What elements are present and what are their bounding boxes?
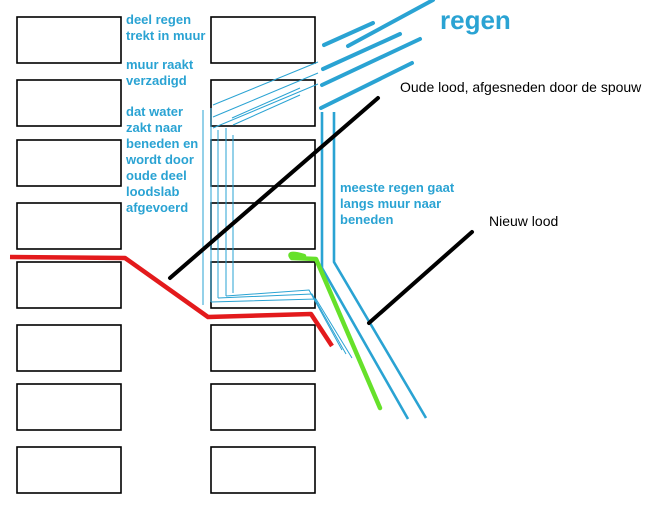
note-line: beneden en — [126, 136, 199, 151]
brick — [210, 446, 316, 494]
brick — [210, 139, 316, 187]
rain-streak — [320, 37, 422, 87]
brick — [16, 383, 122, 431]
runoff-line — [332, 112, 428, 419]
note-line: muur raakt — [126, 57, 194, 72]
brick — [16, 324, 122, 372]
rain-streak — [322, 21, 375, 47]
note-line: afgevoerd — [126, 200, 189, 215]
note-line: oude deel — [126, 168, 187, 183]
old-lead-pointer — [168, 96, 380, 280]
inner-wall-bricks — [16, 16, 122, 494]
seepage-line — [232, 94, 301, 126]
brick — [210, 202, 316, 250]
seepage-line — [212, 83, 319, 129]
seepage-line — [210, 298, 353, 359]
seepage-line — [212, 61, 319, 106]
note-line: wordt door — [126, 152, 194, 167]
seepage-lines — [202, 61, 353, 359]
seepage-line — [231, 87, 301, 119]
label-old-lead: Oude lood, afgesneden door de spouw — [400, 79, 642, 95]
rain-streak — [321, 32, 402, 71]
seepage-line — [217, 293, 347, 355]
rain-streaks — [319, 0, 435, 110]
note-line: beneden — [340, 212, 394, 227]
brick — [16, 16, 122, 64]
note-line: verzadigd — [126, 73, 187, 88]
note-line: dat water — [126, 104, 184, 119]
note-line: zakt naar — [126, 120, 183, 135]
brick — [210, 79, 316, 127]
brick — [210, 324, 316, 372]
note-line: langs muur naar — [340, 196, 442, 211]
diagram-title: regen — [440, 5, 511, 35]
brick — [16, 261, 122, 309]
brick — [16, 202, 122, 250]
brick — [210, 383, 316, 431]
brick — [16, 446, 122, 494]
note-line: loodslab — [126, 184, 180, 199]
note-line: trekt in muur — [126, 28, 206, 43]
note-line: meeste regen gaat — [340, 180, 455, 195]
brick — [16, 79, 122, 127]
rain-streak — [346, 0, 435, 48]
label-new-lead: Nieuw lood — [489, 213, 559, 229]
seepage-line — [225, 289, 343, 351]
runoff-lines — [320, 112, 428, 420]
brick — [210, 16, 316, 64]
new-lead-flashing — [288, 251, 383, 411]
note-line: deel regen — [126, 12, 192, 27]
seepage-line — [212, 72, 319, 118]
brick — [16, 139, 122, 187]
rain-streak — [319, 61, 414, 110]
new-lead-pointer — [367, 230, 474, 325]
old-lead-flashing — [9, 254, 334, 348]
